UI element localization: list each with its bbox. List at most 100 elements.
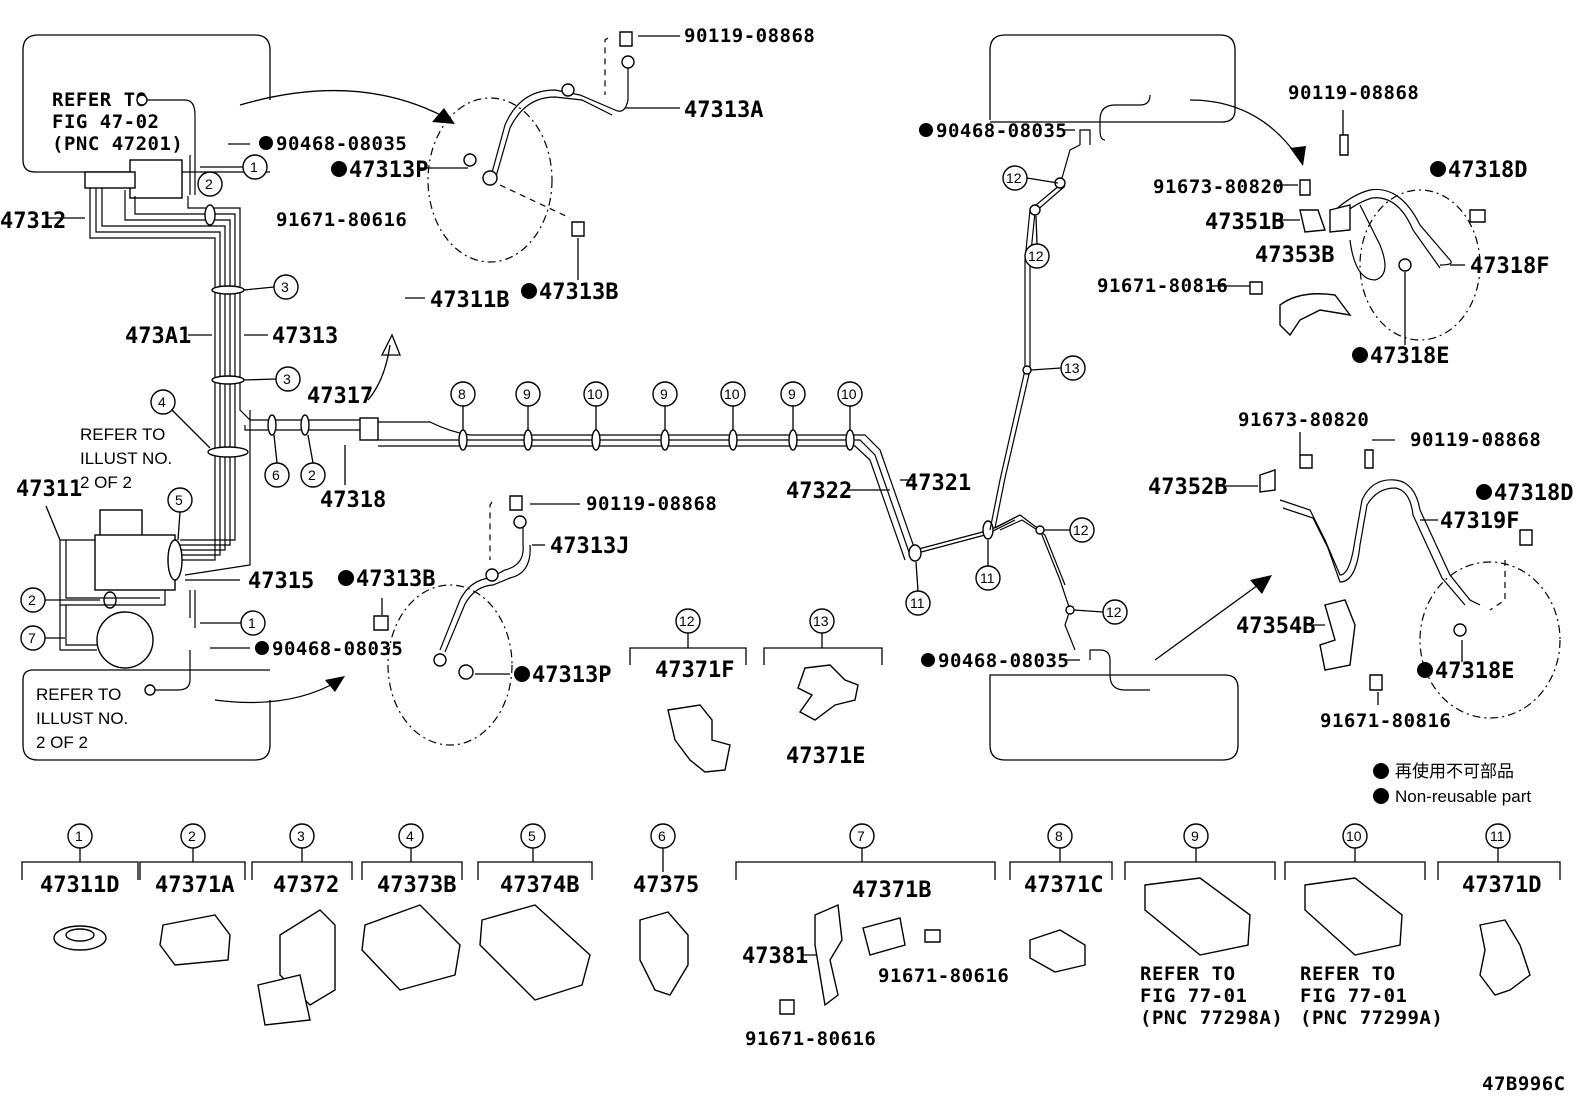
marker-4: 4: [150, 389, 211, 449]
svg-text:12: 12: [1106, 604, 1122, 620]
ref-box-top-right: [989, 34, 1236, 123]
bottom-group-11: 11 47371D: [1437, 823, 1561, 996]
marker-2: 2: [300, 434, 326, 488]
svg-text:5: 5: [528, 828, 536, 844]
reservoir: [96, 611, 154, 669]
marker-2: 2: [197, 171, 223, 197]
label-91673-80820: 91673-80820: [1238, 409, 1369, 431]
label-47313P: 47313P: [349, 158, 428, 183]
svg-text:9: 9: [523, 386, 531, 402]
label-47318E: 47318E: [1435, 659, 1514, 684]
label-47318D: 47318D: [1494, 481, 1573, 506]
svg-text:7: 7: [857, 828, 865, 844]
label-47371E: 47371E: [786, 744, 865, 769]
ref-text-line: 2 OF 2: [80, 473, 132, 492]
label-91671-80816: 91671-80816: [1097, 275, 1228, 297]
label-90119-08868: 90119-08868: [1288, 82, 1419, 104]
diagram-id: 47B996C: [1482, 1073, 1566, 1095]
part-labels: 90119-08868 47313A 90468-08035 47313P 47…: [0, 25, 1573, 732]
label-47373B: 47373B: [377, 873, 456, 898]
nonreusable-dot: [1476, 484, 1492, 500]
label-473A1: 473A1: [125, 324, 191, 349]
label-47312: 47312: [0, 209, 66, 234]
label-91671-80616: 91671-80616: [276, 209, 407, 231]
svg-text:10: 10: [841, 386, 857, 402]
svg-text:12: 12: [1028, 248, 1044, 264]
label-90468-08035: 90468-08035: [272, 638, 403, 660]
left-pipe-bundle: [59, 94, 379, 696]
detail-circle-right-top: [1359, 189, 1481, 341]
label-47375: 47375: [633, 873, 699, 898]
bottom-group-9: 9 REFER TO FIG 77-01 (PNC 77298A): [1124, 823, 1283, 1029]
label-91671-80816: 91671-80816: [1320, 710, 1451, 732]
ref-text-line: FIG 77-01: [1140, 985, 1247, 1007]
marker-7: 7: [20, 625, 65, 651]
svg-text:3: 3: [297, 828, 305, 844]
label-91671-80616: 91671-80616: [878, 965, 1009, 987]
ref-text-line: REFER TO: [52, 89, 148, 111]
label-47353B: 47353B: [1255, 243, 1334, 268]
actuator-body: [94, 534, 176, 591]
master-cylinder-block: [129, 159, 183, 199]
marker-10: 10: [837, 381, 863, 430]
svg-text:2: 2: [188, 828, 196, 844]
label-47311D: 47311D: [40, 873, 119, 898]
nonreusable-dot: [514, 666, 530, 682]
bottom-parts-row: 1 47311D 2 47371A 3 47372 4 47373B: [21, 823, 1561, 1050]
bottom-group-1: 1 47311D: [21, 823, 139, 951]
svg-text:2: 2: [205, 176, 213, 192]
marker-12: 12: [1024, 215, 1050, 269]
label-90468-08035: 90468-08035: [938, 650, 1069, 672]
label-47311: 47311: [16, 477, 82, 502]
marker-12: 12: [1073, 599, 1128, 625]
marker-10: 10: [583, 381, 609, 430]
nonreusable-dot: [1417, 662, 1433, 678]
label-47318: 47318: [320, 488, 386, 513]
ref-text-line: (PNC 47201): [52, 133, 183, 155]
marker-10: 10: [720, 381, 746, 430]
svg-text:11: 11: [980, 570, 995, 586]
leader-lines: [45, 35, 1465, 705]
label-47371B: 47371B: [852, 878, 931, 903]
nonreusable-dot: [1430, 161, 1446, 177]
detail-hose-47313J: [373, 495, 531, 680]
nonreusable-dot: [921, 653, 935, 667]
label-47321: 47321: [905, 471, 971, 496]
label-47313B: 47313B: [539, 280, 618, 305]
detail-right-top: [1249, 134, 1486, 337]
label-47372: 47372: [273, 873, 339, 898]
ref-text-line: FIG 47-02: [52, 111, 159, 133]
marker-1: 1: [200, 154, 268, 180]
ref-text-line: REFER TO: [80, 425, 165, 444]
marker-9: 9: [780, 381, 806, 430]
svg-text:11: 11: [910, 595, 925, 611]
svg-text:8: 8: [458, 386, 466, 402]
marker-11: 11: [975, 540, 1001, 591]
detail-circle-right-bot: [1419, 561, 1561, 719]
bottom-group-3: 3 47372: [251, 823, 353, 1026]
nonreusable-dot: [338, 570, 354, 586]
svg-text:10: 10: [587, 386, 603, 402]
bottom-group-2: 2 47371A: [139, 823, 246, 966]
svg-text:10: 10: [1346, 828, 1362, 844]
marker-12: 12: [1044, 517, 1095, 543]
marker-5: 5: [167, 487, 193, 541]
svg-text:4: 4: [158, 394, 166, 410]
nonreusable-dot: [259, 136, 273, 150]
label-47318F: 47318F: [1470, 254, 1549, 279]
svg-text:7: 7: [28, 630, 36, 646]
ref-text-line: (PNC 77299A): [1300, 1007, 1443, 1029]
detail-hose-47313A: [463, 31, 635, 237]
marker-13: 13: [1030, 355, 1086, 381]
label-47319F: 47319F: [1440, 509, 1519, 534]
label-90119-08868: 90119-08868: [586, 493, 717, 515]
connector-block: [84, 171, 136, 189]
label-47315: 47315: [248, 569, 314, 594]
ref-text-line: REFER TO: [1300, 963, 1396, 985]
svg-text:13: 13: [1064, 360, 1080, 376]
ref-text-line: 2 OF 2: [36, 733, 88, 752]
label-47313B: 47313B: [356, 567, 435, 592]
label-47371F: 47371F: [655, 658, 734, 683]
label-90119-08868: 90119-08868: [684, 25, 815, 47]
label-47371C: 47371C: [1024, 873, 1103, 898]
